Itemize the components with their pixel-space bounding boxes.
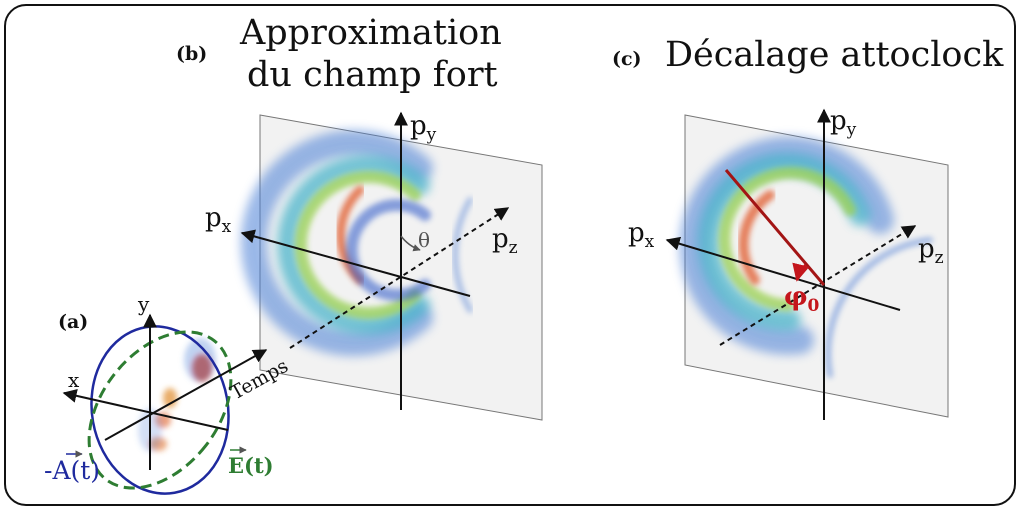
time-label: Temps bbox=[227, 355, 292, 404]
panel-c-label: (c) bbox=[612, 48, 642, 70]
wavepacket-blobs-a bbox=[138, 338, 216, 452]
theta-label-b: θ bbox=[418, 228, 431, 252]
axis-pz-b bbox=[289, 207, 510, 349]
panel-c-title: Décalage attoclock bbox=[665, 35, 1004, 75]
axis-px-b bbox=[240, 229, 471, 297]
figure-frame bbox=[4, 4, 1016, 506]
axis-x-label-a: x bbox=[68, 368, 80, 392]
axis-px-c bbox=[665, 236, 901, 311]
axis-pz-label-c: pz bbox=[918, 234, 944, 268]
panel-b-title-line2: du champ fort bbox=[247, 55, 498, 95]
axis-px-label-b: px bbox=[205, 203, 232, 237]
field-E-label: E(t) bbox=[228, 453, 274, 478]
panel-b-label: (b) bbox=[176, 43, 208, 65]
panel-b-diagram bbox=[240, 111, 543, 421]
phi-label-c: φ0 bbox=[784, 282, 820, 316]
axis-py-label-b: py bbox=[410, 111, 437, 145]
field-E-ellipse bbox=[87, 330, 233, 490]
field-A-label: -A(t) bbox=[44, 456, 101, 485]
axis-pz-label-b: pz bbox=[492, 224, 518, 258]
panel-c-diagram bbox=[665, 108, 949, 420]
panel-a-label: (a) bbox=[58, 311, 89, 333]
phi-arc-c bbox=[792, 262, 810, 282]
theta-arc-b bbox=[400, 235, 421, 252]
axis-y-label-a: y bbox=[138, 292, 150, 316]
axis-px-label-c: px bbox=[628, 218, 655, 252]
axis-x-a bbox=[62, 388, 229, 431]
momentum-distribution-c bbox=[679, 136, 933, 378]
time-axis-a bbox=[104, 349, 268, 441]
axis-py-label-c: py bbox=[830, 106, 857, 140]
axis-pz-c bbox=[719, 225, 917, 346]
panel-b-title-line1: Approximation bbox=[240, 13, 502, 53]
